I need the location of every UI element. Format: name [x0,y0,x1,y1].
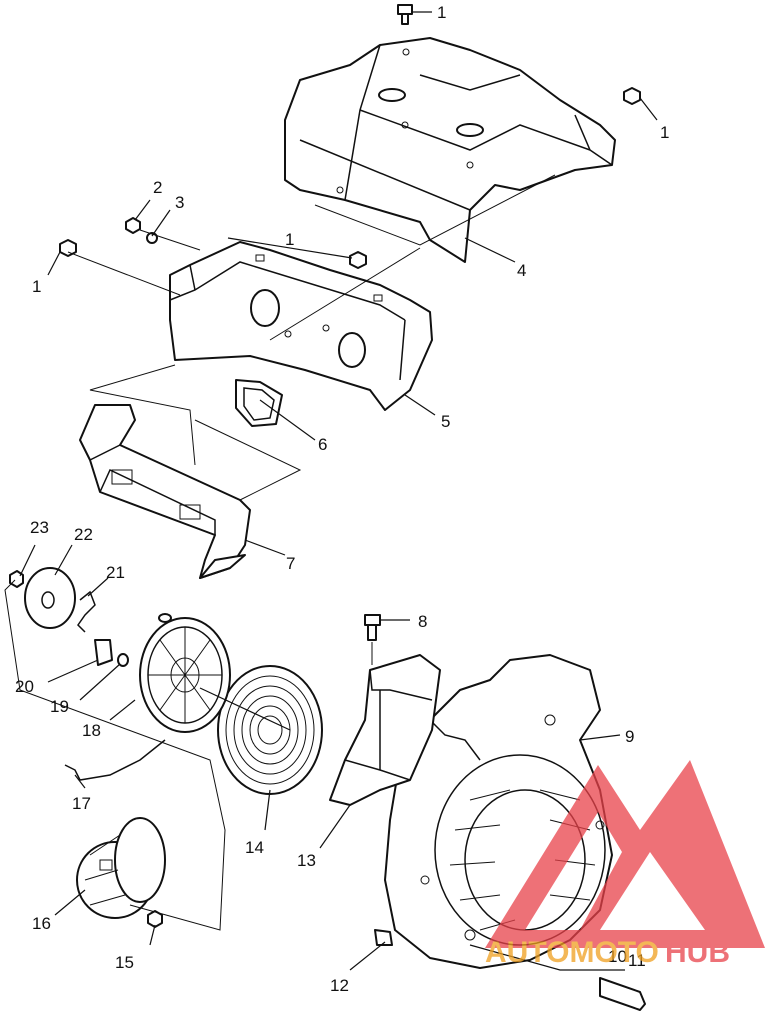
assembly-guide-lines [4,174,556,931]
washer-part [24,567,76,629]
callout-22: 22 [74,525,93,544]
watermark-logo: AUTOMOTO HUB [485,760,765,969]
callout-labels: 1 1 1 1 2 3 4 5 6 7 8 9 10 11 12 13 14 1… [15,3,669,995]
callout-6: 6 [318,435,327,454]
callout-14: 14 [245,838,264,857]
leader-lines [19,11,658,971]
pin-part [117,653,129,667]
callout-7: 7 [286,554,295,573]
watermark-triangle-mark [485,760,765,948]
callout-1-center: 1 [285,230,294,249]
callout-16: 16 [32,914,51,933]
callout-21: 21 [106,563,125,582]
callout-5: 5 [441,412,450,431]
recoil-spring-part [217,665,323,795]
callout-13: 13 [297,851,316,870]
pawl-part [94,639,113,666]
callout-15: 15 [115,953,134,972]
starter-cup-part [76,817,166,919]
callout-9: 9 [625,727,634,746]
callout-11: 11 [628,951,646,970]
callout-1-left: 1 [32,277,41,296]
callout-12: 12 [330,976,349,995]
watermark-text-hub: HUB [665,936,730,969]
fastener-bolts [59,4,646,1011]
manifold-cover-part [79,404,251,579]
clip-part [77,590,96,633]
callout-10: 10 [608,947,627,966]
callout-20: 20 [15,677,34,696]
callout-23: 23 [30,518,49,537]
callout-17: 17 [72,794,91,813]
callout-19: 19 [50,697,69,716]
gasket-part [235,379,283,427]
callout-18: 18 [82,721,101,740]
rope-pulley-part [139,613,231,733]
watermark-text-automoto: AUTOMOTO [485,936,659,969]
middle-shroud-part [169,241,433,411]
bracket-part [329,654,441,806]
callout-2: 2 [153,178,162,197]
starter-rope-part [64,739,166,781]
callout-4: 4 [517,261,526,280]
callout-3: 3 [175,193,184,212]
nut-part [9,570,24,588]
upper-shroud-part [284,37,616,263]
callout-1-top: 1 [437,3,446,22]
callout-1-right: 1 [660,123,669,142]
callout-8: 8 [418,612,427,631]
